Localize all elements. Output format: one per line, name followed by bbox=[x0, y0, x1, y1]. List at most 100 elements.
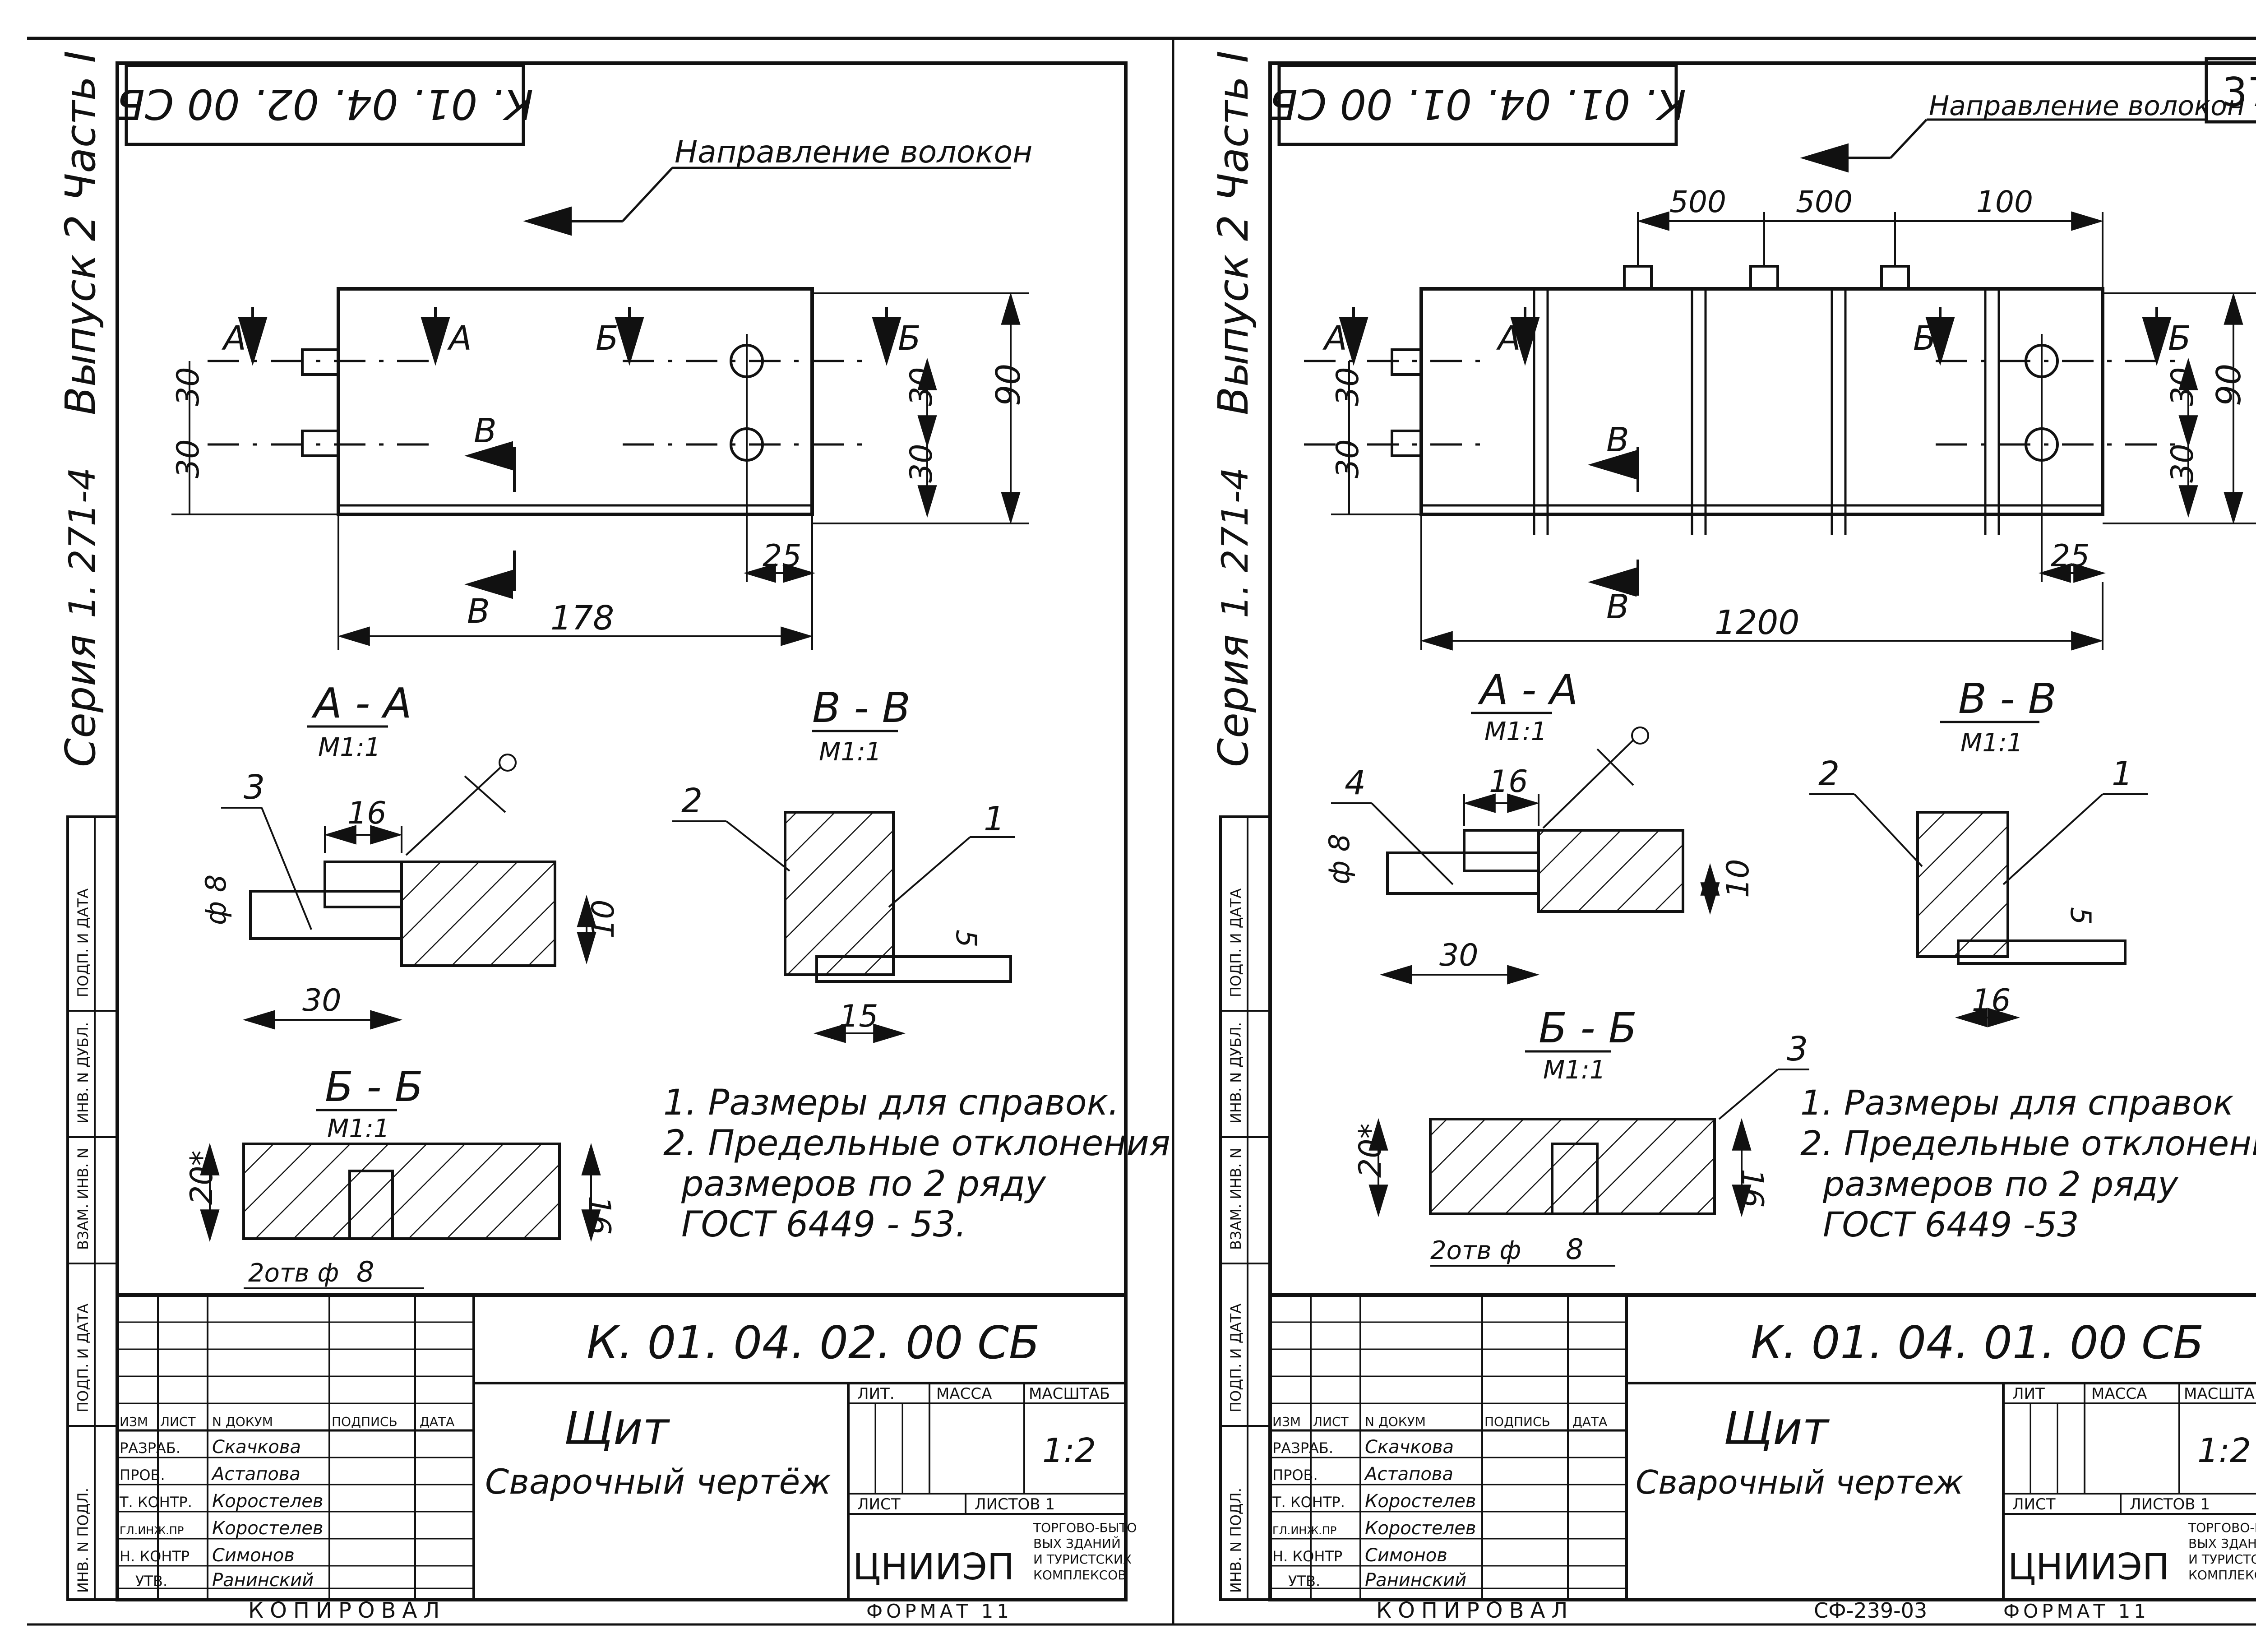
left-fiber-direction: Направление волокон bbox=[675, 134, 1032, 170]
right-note-2: 2. Предельные отклонения bbox=[1800, 1123, 2256, 1163]
right-col-sign: ПОДПИСЬ bbox=[1484, 1414, 1550, 1429]
left-org-2: ВЫХ ЗДАНИЙ bbox=[1033, 1536, 1121, 1551]
left-section-aa: А - А М1:1 3 16 30 10 ф 8 bbox=[199, 679, 621, 1030]
right-mark-a1: А bbox=[1322, 319, 1347, 358]
right-mass: МАССА bbox=[2091, 1385, 2147, 1403]
right-dim-30d: 30 bbox=[2165, 444, 2201, 483]
right-doc-code: К. 01. 04. 01. 00 СБ bbox=[1751, 1316, 2204, 1369]
left-subtitle: Сварочный чертёж bbox=[485, 1462, 831, 1502]
right-col-date: ДАТА bbox=[1572, 1414, 1607, 1429]
right-code-box bbox=[1277, 64, 1678, 146]
right-bb-pos: 3 bbox=[1787, 1030, 1808, 1069]
right-stamp-column bbox=[1219, 815, 1271, 1601]
left-section-vv: В - В М1:1 2 1 5 15 bbox=[672, 684, 1015, 1043]
left-aa-dim-10: 10 bbox=[586, 899, 621, 939]
left-mark-b1: Б bbox=[596, 319, 619, 358]
left-stamp-5: ПОДП. И ДАТА bbox=[74, 888, 92, 997]
left-bb-dim-8: 8 bbox=[356, 1255, 374, 1288]
right-col-izm: ИЗМ bbox=[1272, 1414, 1301, 1429]
left-person-3: Коростелев bbox=[212, 1491, 323, 1512]
left-bb-holes: 2отв ф bbox=[248, 1259, 339, 1288]
right-dim-30b: 30 bbox=[1330, 439, 1366, 478]
right-person-1: Скачкова bbox=[1365, 1437, 1454, 1458]
left-aa-scale: М1:1 bbox=[318, 733, 380, 762]
left-aa-pos: 3 bbox=[244, 768, 265, 807]
right-code-stamp: СФ-239-03 bbox=[1814, 1598, 1927, 1623]
right-aa-title: А - А bbox=[1478, 666, 1578, 714]
left-role-5: Н. КОНТР bbox=[120, 1548, 190, 1565]
right-aa-dim-30: 30 bbox=[1439, 938, 1479, 973]
right-role-5: Н. КОНТР bbox=[1272, 1548, 1342, 1565]
right-person-4: Коростелев bbox=[1365, 1518, 1476, 1539]
left-col-list: ЛИСТ bbox=[160, 1414, 196, 1429]
left-dim-30d: 30 bbox=[904, 444, 939, 483]
left-vv-scale: М1:1 bbox=[819, 737, 881, 767]
right-lit: ЛИТ bbox=[2012, 1385, 2045, 1403]
left-col-doc: N ДОКУМ bbox=[212, 1414, 273, 1429]
left-dim-30b: 30 bbox=[171, 439, 206, 478]
left-aa-phi8: ф 8 bbox=[199, 875, 232, 925]
left-aa-title: А - А bbox=[311, 679, 412, 727]
right-vv-pos2: 2 bbox=[1818, 754, 1840, 793]
left-name: Щит bbox=[564, 1402, 670, 1455]
left-dim-90: 90 bbox=[989, 364, 1028, 406]
right-stamp-5: ПОДП. И ДАТА bbox=[1227, 888, 1244, 997]
right-series-label: Серия bbox=[1209, 634, 1257, 767]
left-dim-25: 25 bbox=[763, 538, 802, 574]
right-note-4: ГОСТ 6449 -53 bbox=[1823, 1204, 2079, 1245]
left-dim-30c: 30 bbox=[904, 367, 939, 406]
left-stamp-column bbox=[66, 815, 119, 1601]
left-mark-v2: В bbox=[467, 592, 490, 631]
right-person-6: Ранинский bbox=[1365, 1570, 1466, 1591]
left-stamp-1: ИНВ. N ПОДЛ. bbox=[74, 1488, 92, 1593]
left-scale-label: МАСШТАБ bbox=[1029, 1385, 1110, 1403]
left-rotated-code: К. 01. 04. 02. 00 СБ bbox=[116, 80, 533, 128]
right-fiber-direction: Направление волокон bbox=[1929, 90, 2245, 122]
right-scale-value: 1:2 bbox=[2197, 1431, 2251, 1470]
right-person-2: Астапова bbox=[1364, 1464, 1453, 1485]
right-col-list: ЛИСТ bbox=[1313, 1414, 1349, 1429]
left-role-1: РАЗРАБ. bbox=[120, 1439, 180, 1457]
right-name: Щит bbox=[1724, 1402, 1830, 1455]
right-bb-scale: М1:1 bbox=[1543, 1055, 1605, 1085]
left-dim-178: 178 bbox=[550, 599, 614, 638]
right-role-4: ГЛ.ИНЖ.ПР bbox=[1272, 1524, 1336, 1537]
right-sheet-label: ЛИСТ bbox=[2012, 1495, 2056, 1513]
right-person-3: Коростелев bbox=[1365, 1491, 1476, 1512]
left-sheets-label: ЛИСТОВ 1 bbox=[975, 1495, 1055, 1513]
right-bb-dim-16: 16 bbox=[1734, 1169, 1770, 1208]
left-aa-dim-16: 16 bbox=[347, 796, 387, 831]
right-dim-1200: 1200 bbox=[1715, 603, 1799, 642]
right-bb-dim-20: 20* bbox=[1353, 1123, 1388, 1178]
left-vv-title: В - В bbox=[812, 684, 911, 732]
left-bb-scale: М1:1 bbox=[327, 1114, 389, 1143]
left-sheet: Серия 1. 271-4 Выпуск 2 Часть I ИНВ. N П… bbox=[56, 51, 1170, 1623]
right-aa-dim-16: 16 bbox=[1489, 764, 1528, 800]
left-person-4: Коростелев bbox=[212, 1518, 323, 1539]
left-bb-title: Б - Б bbox=[325, 1063, 423, 1111]
left-vv-dim-5: 5 bbox=[950, 930, 983, 947]
left-org: ЦНИИЭП bbox=[853, 1546, 1014, 1588]
left-role-4: ГЛ.ИНЖ.ПР bbox=[120, 1524, 184, 1537]
right-vv-dim-16: 16 bbox=[1972, 983, 2011, 1018]
right-vv-scale: М1:1 bbox=[1960, 728, 2023, 758]
right-sheet: 37 Серия 1. 271-4 Выпуск 2 Часть I ИНВ. … bbox=[1209, 51, 2256, 1623]
right-vv-dim-5: 5 bbox=[2064, 907, 2097, 925]
right-org-3: И ТУРИСТСКИХ bbox=[2188, 1552, 2256, 1567]
left-col-sign: ПОДПИСЬ bbox=[332, 1414, 398, 1429]
right-dim-90: 90 bbox=[2210, 364, 2248, 406]
left-note-2: 2. Предельные отклонения bbox=[663, 1123, 1170, 1164]
right-org-2: ВЫХ ЗДАНИЙ bbox=[2188, 1536, 2256, 1551]
right-bb-dim-8: 8 bbox=[1566, 1233, 1583, 1266]
right-org-4: КОМПЛЕКСОВ bbox=[2188, 1568, 2256, 1583]
right-note-1: 1. Размеры для справок bbox=[1800, 1083, 2234, 1123]
right-series-number: 1. 271-4 bbox=[1214, 467, 1256, 618]
left-bb-dim-20: 20* bbox=[184, 1150, 220, 1205]
left-mark-a1: А bbox=[222, 319, 246, 358]
left-vv-dim-15: 15 bbox=[839, 999, 878, 1034]
left-issue-label: Выпуск 2 Часть I bbox=[56, 51, 105, 415]
right-dim-30c: 30 bbox=[2165, 367, 2201, 406]
right-note-3: размеров по 2 ряду bbox=[1822, 1164, 2178, 1204]
left-person-5: Симонов bbox=[212, 1545, 295, 1566]
